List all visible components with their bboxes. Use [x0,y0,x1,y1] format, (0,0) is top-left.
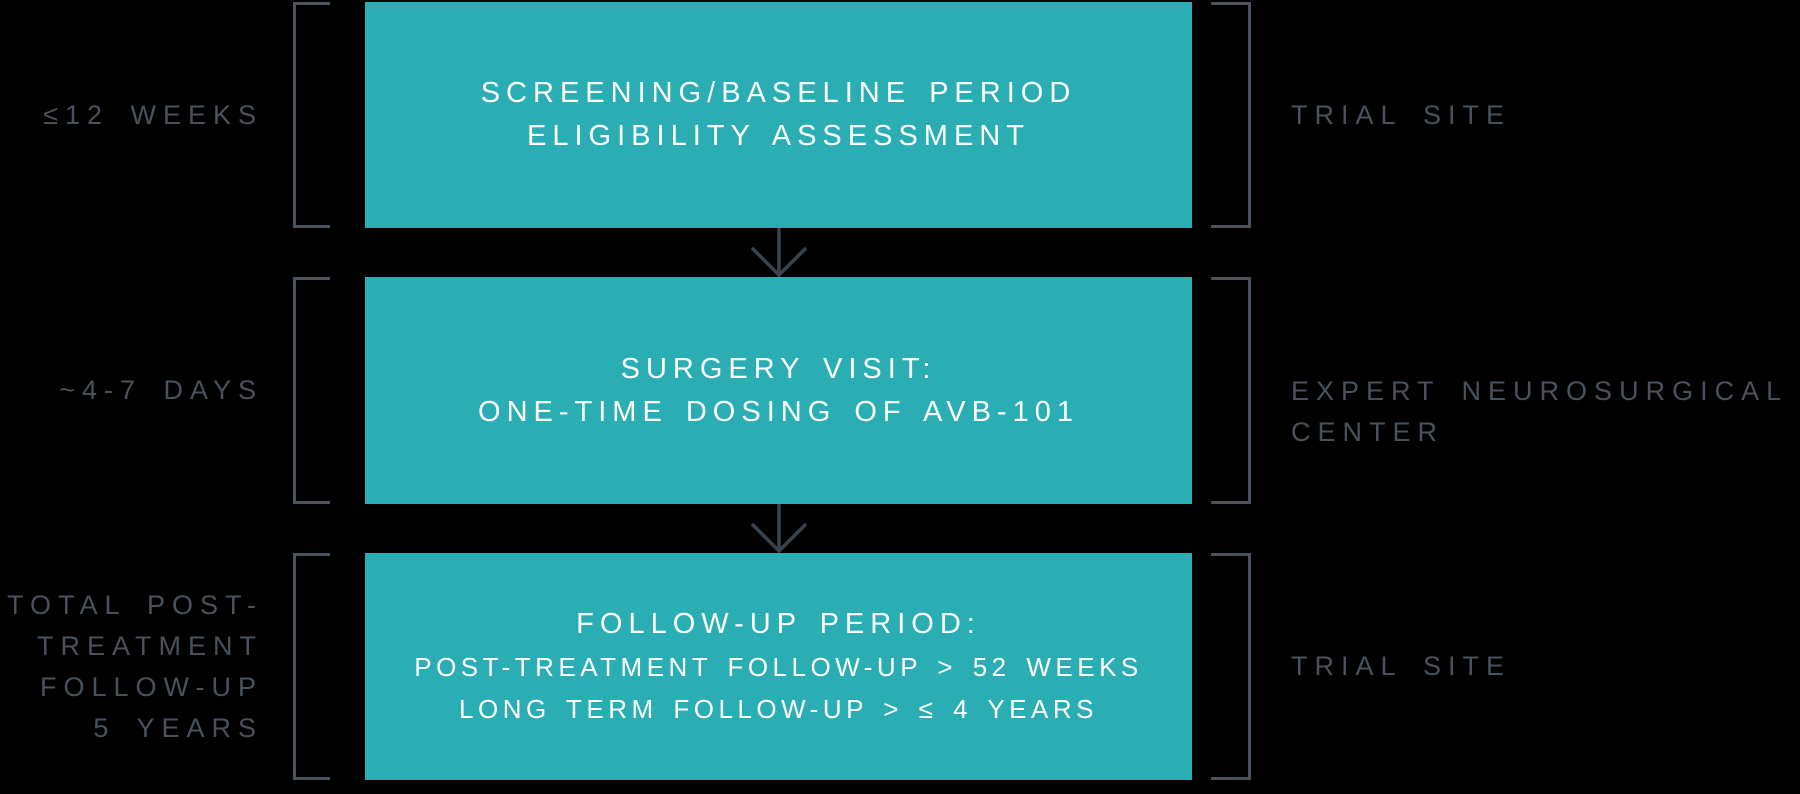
left-bracket-icon [293,2,330,228]
duration-text: ≤12 WEEKS [43,99,263,130]
right-bracket-icon [1211,277,1251,504]
location-text: TRIAL SITE [1291,651,1512,681]
right-bracket-icon [1211,553,1251,780]
duration-label-screening: ≤12 WEEKS [0,2,256,228]
location-text: EXPERT NEUROSURGICAL [1291,375,1789,406]
duration-text: FOLLOW-UP [39,671,263,702]
box-line: ONE-TIME DOSING OF AVB-101 [478,395,1079,428]
surgery-row: ~4-7 DAYS SURGERY VISIT: ONE-TIME DOSING… [0,277,1800,504]
box-line: SCREENING/BASELINE PERIOD [480,77,1077,109]
location-text: CENTER [1291,416,1445,447]
duration-text: 5 YEARS [93,712,263,743]
down-arrow-icon [749,228,809,277]
follow-up-row: TOTAL POST- TREATMENT FOLLOW-UP 5 YEARS … [0,553,1800,780]
duration-text: ~4-7 DAYS [59,375,263,405]
down-arrow-icon [749,504,809,553]
follow-up-box: FOLLOW-UP PERIOD: POST-TREATMENT FOLLOW-… [365,553,1192,780]
duration-text: TOTAL POST- [6,589,263,620]
duration-label-follow-up: TOTAL POST- TREATMENT FOLLOW-UP 5 YEARS [0,553,256,780]
box-line: SURGERY VISIT: [620,352,937,385]
duration-text: TREATMENT [37,630,263,661]
location-label-surgery: EXPERT NEUROSURGICAL CENTER [1291,277,1781,504]
left-bracket-icon [293,553,330,780]
left-bracket-icon [293,277,330,504]
box-line: POST-TREATMENT FOLLOW-UP > 52 WEEKS [414,652,1143,682]
location-label-follow-up: TRIAL SITE [1291,553,1504,780]
duration-label-surgery: ~4-7 DAYS [0,277,256,504]
location-text: TRIAL SITE [1291,99,1512,130]
box-line: LONG TERM FOLLOW-UP > ≤ 4 YEARS [459,694,1098,724]
box-line: FOLLOW-UP PERIOD: [576,608,981,640]
box-line: ELIGIBILITY ASSESSMENT [527,120,1030,152]
screening-row: ≤12 WEEKS SCREENING/BASELINE PERIOD ELIG… [0,2,1800,228]
surgery-box: SURGERY VISIT: ONE-TIME DOSING OF AVB-10… [365,277,1192,504]
screening-box: SCREENING/BASELINE PERIOD ELIGIBILITY AS… [365,2,1192,228]
location-label-screening: TRIAL SITE [1291,2,1504,228]
right-bracket-icon [1211,2,1251,228]
